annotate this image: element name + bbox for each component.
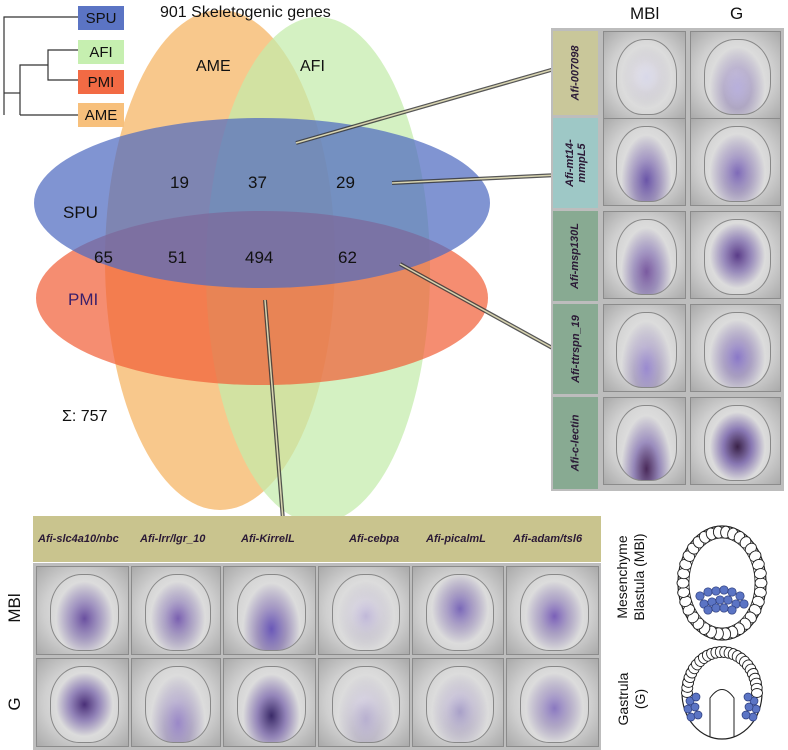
venn-label-spu: SPU	[63, 203, 98, 222]
venn-label-afi: AFI	[300, 58, 325, 75]
bottom-row-label-g: G	[5, 697, 24, 711]
bottom-gene-label-4: Afi-cebpa	[349, 533, 400, 545]
gastrula-schematic	[681, 646, 763, 740]
bottom-photo-g-6	[506, 658, 599, 747]
venn-label-pmi: PMI	[68, 290, 99, 309]
right-photo-mbl-3	[603, 211, 686, 299]
bottom-photo-g-1	[36, 658, 129, 747]
count-spu-ame-afi: 37	[248, 173, 267, 192]
bottom-photo-g-4	[318, 658, 410, 747]
venn-label-ame: AME	[196, 58, 231, 75]
legend-afi: AFI	[78, 40, 124, 64]
legend-spu: SPU	[78, 6, 124, 30]
embryo-schematics	[676, 525, 768, 740]
bottom-gene-label-2: Afi-lrr/lgr_10	[140, 533, 206, 545]
schematic-label-mbl: Mesenchyme Blastula (MBl)	[604, 510, 660, 640]
sum-total: Σ: 757	[62, 408, 108, 425]
right-photo-g-1	[690, 31, 781, 119]
right-photo-mbl-4	[603, 304, 686, 392]
bottom-photo-g-3	[223, 658, 316, 747]
legend-ame: AME	[78, 103, 124, 127]
connector-lines-inner	[264, 67, 559, 521]
venn-spu-ellipse	[34, 118, 490, 288]
bottom-photo-mbl-5	[412, 566, 504, 655]
tree-branch-afi	[47, 49, 78, 65]
bottom-photo-mbl-3	[223, 566, 316, 655]
tree-branch-pmi	[47, 65, 78, 81]
schematic-g-line-1: Gastrula	[615, 672, 631, 726]
legend-pmi: PMI	[78, 70, 124, 94]
right-photo-mbl-5	[603, 397, 686, 485]
bottom-photo-g-5	[412, 658, 504, 747]
right-gene-label-1: Afi-007098	[553, 31, 598, 115]
right-gene-label-2: Afi-mt14- mmpL5	[553, 118, 598, 208]
bottom-photo-g-2	[131, 658, 221, 747]
phylogeny-tree	[3, 16, 78, 116]
count-spu-pmi-ame: 51	[168, 248, 187, 267]
right-photo-g-2	[690, 118, 781, 206]
bottom-gene-label-6: Afi-adam/tsl6	[513, 533, 583, 545]
bottom-photo-mbl-2	[131, 566, 221, 655]
bottom-gene-label-3: Afi-KirrelL	[241, 533, 295, 545]
bottom-photo-mbl-4	[318, 566, 410, 655]
schematic-label-g: Gastrula (G)	[604, 640, 660, 746]
right-gene-label-5: Afi-c-lectin	[553, 397, 598, 489]
schematic-g-line-2: (G)	[632, 688, 648, 710]
bottom-photo-mbl-6	[506, 566, 599, 655]
bottom-label-bar	[33, 516, 601, 562]
figure-title: 901 Skeletogenic genes	[160, 4, 331, 21]
schematic-mbl-line-2: Blastula (MBl)	[631, 533, 647, 621]
schematic-mbl-line-1: Mesenchyme	[614, 535, 630, 619]
count-spu-pmi: 65	[94, 248, 113, 267]
right-gene-label-4: Afi-ttrspn_19	[553, 304, 598, 394]
right-photo-mbl-1	[603, 31, 686, 119]
right-photo-g-5	[690, 397, 781, 485]
mesenchyme-blastula-schematic	[676, 525, 768, 641]
right-col-header-mbl: MBl	[630, 4, 660, 23]
count-all: 494	[245, 248, 274, 267]
bottom-photo-mbl-1	[36, 566, 129, 655]
right-photo-g-3	[690, 211, 781, 299]
right-photo-g-4	[690, 304, 781, 392]
count-spu-afi: 29	[336, 173, 355, 192]
tree-node	[19, 64, 48, 115]
tree-branch-spu	[3, 16, 78, 93]
bottom-gene-label-1: Afi-slc4a10/nbc	[38, 533, 119, 545]
right-gene-label-3: Afi-msp130L	[553, 211, 598, 301]
right-col-header-g: G	[730, 4, 744, 23]
count-spu-ame: 19	[170, 173, 189, 192]
bottom-gene-label-5: Afi-picalmL	[426, 533, 486, 545]
count-spu-pmi-afi: 62	[338, 248, 357, 267]
bottom-row-label-mbl: MBl	[5, 593, 24, 623]
right-photo-mbl-2	[603, 118, 686, 206]
